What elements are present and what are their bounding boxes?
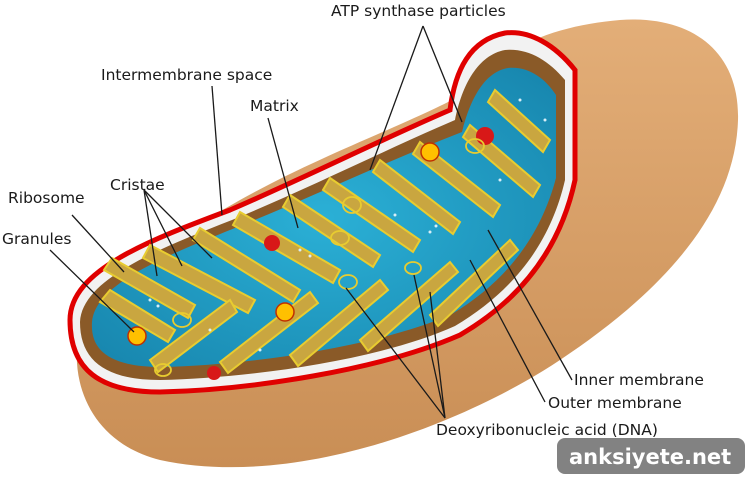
granules (127, 142, 440, 346)
label-granules: Granules (2, 230, 71, 248)
label-intermembrane-space: Intermembrane space (101, 66, 272, 84)
watermark-text: anksiyete.net (569, 445, 731, 469)
label-ribosome: Ribosome (8, 189, 85, 207)
watermark: anksiyete.net (557, 438, 745, 474)
label-outer-membrane: Outer membrane (548, 394, 682, 412)
matrix-dots (148, 98, 547, 352)
leader-lines (49, 25, 573, 419)
label-atp-synthase: ATP synthase particles (331, 2, 506, 20)
label-inner-membrane: Inner membrane (574, 371, 704, 389)
dna-loops (154, 138, 485, 377)
label-cristae: Cristae (110, 176, 165, 194)
label-dna: Deoxyribonucleic acid (DNA) (436, 421, 658, 439)
label-matrix: Matrix (250, 97, 299, 115)
